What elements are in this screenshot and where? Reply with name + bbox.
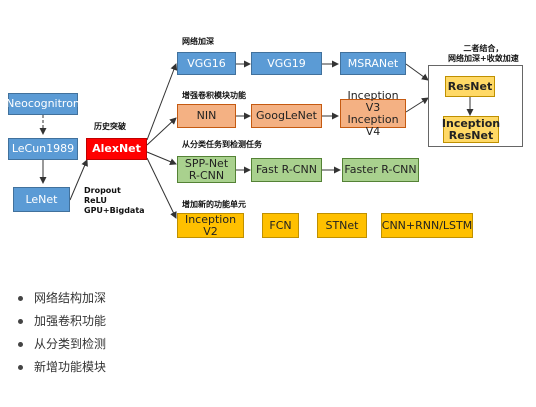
lenet-node: LeNet [13,187,70,212]
combine-caption: 二者结合， 网络加深+收敛加速 [448,44,519,63]
faster-rcnn-node: Faster R-CNN [342,158,419,182]
inception-v3-v4-node: Inception V3 Inception V4 [340,89,406,137]
alexnet-techniques: Dropout ReLU GPU+Bigdata [84,186,145,215]
bullet-item: 从分类到检测 [18,333,106,356]
fcn-node: FCN [262,213,299,238]
bullet-dot-icon [18,319,23,324]
arrow-alexnet-nin [146,117,177,146]
stnet-node: STNet [317,213,367,238]
bullet-text: 从分类到检测 [34,337,107,351]
msranet-node: MSRANet [340,52,406,75]
alexnet-caption: 历史突破 [94,122,126,131]
inception-v2-node: Inception V2 [177,213,244,238]
lecun1989-node: LeCun1989 [8,138,78,160]
spp-rcnn-node: SPP-Net R-CNN [177,156,236,183]
arrow-lenet-alexnet [69,159,88,201]
bullet-item: 新增功能模块 [18,356,106,379]
row-new-caption: 增加新的功能单元 [182,200,246,209]
arrow-alexnet-spp [146,151,177,165]
row-deeper-caption: 网络加深 [182,37,214,46]
bullet-dot-icon [18,296,23,301]
arrow-alexnet-inceptionv2 [146,157,177,219]
arrow-msranet-resnet [405,63,429,81]
vgg19-node: VGG19 [251,52,322,75]
row-conv-caption: 增强卷积模块功能 [182,91,246,100]
row-detect-caption: 从分类任务到检测任务 [182,140,262,149]
bullet-item: 加强卷积功能 [18,310,106,333]
resnet-group-frame [428,65,523,147]
bullet-dot-icon [18,342,23,347]
alexnet-node: AlexNet [86,138,147,160]
bullet-text: 网络结构加深 [34,291,107,305]
googlenet-node: GoogLeNet [251,104,322,128]
cnn-rnn-lstm-node: CNN+RNN/LSTM [381,213,473,238]
nin-node: NIN [177,104,236,128]
summary-bullets: 网络结构加深 加强卷积功能 从分类到检测 新增功能模块 [18,287,106,379]
bullet-text: 加强卷积功能 [34,314,107,328]
vgg16-node: VGG16 [177,52,236,75]
neocognitron-node: Neocognitron [6,93,80,115]
fast-rcnn-node: Fast R-CNN [251,158,322,182]
resnet-node: ResNet [445,76,495,97]
bullet-item: 网络结构加深 [18,287,106,310]
inception-resnet-node: Inception ResNet [441,116,501,143]
arrow-alexnet-vgg16 [146,63,178,141]
bullet-dot-icon [18,365,23,370]
arrow-inception-resnet [405,97,429,113]
bullet-text: 新增功能模块 [34,360,107,374]
